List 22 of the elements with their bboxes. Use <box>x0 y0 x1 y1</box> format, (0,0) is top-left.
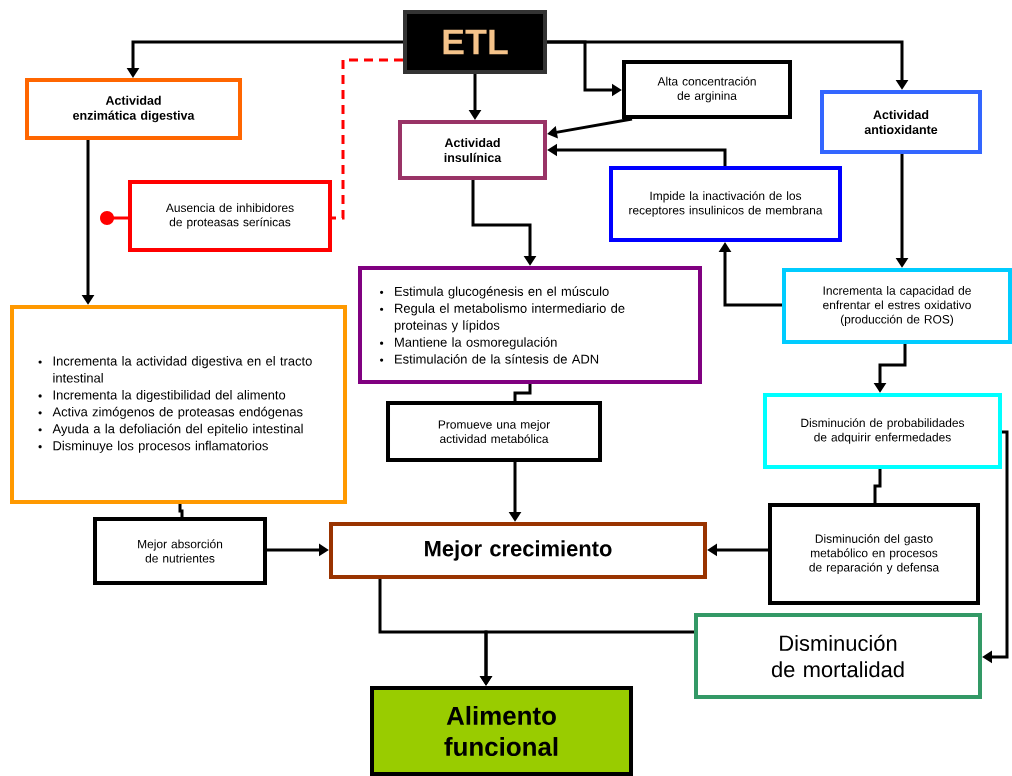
process-box: Disminución de probabilidades de adquirir enfermedades <box>763 393 1002 469</box>
process-box: Actividad insulínica <box>398 120 547 180</box>
process-box: Actividad antioxidante <box>820 90 982 154</box>
process-box: Actividad enzimática digestiva <box>25 78 242 140</box>
process-box: Alta concentración de arginina <box>622 60 792 119</box>
result-box: Mejor crecimiento <box>329 522 707 579</box>
title-box: ETL <box>403 10 547 74</box>
process-box: Impide la inactivación de los receptores insulinicos de membrana <box>609 166 842 242</box>
process-box: Incrementa la capacidad de enfrentar el estres oxidativo (producción de ROS) <box>782 268 1012 344</box>
connector-line <box>332 58 403 220</box>
connector-line <box>513 384 532 401</box>
process-box: Ausencia de inhibidores de proteasas serínicas <box>128 180 332 252</box>
bullet-list-box: Estimula glucogénesis en el músculo Regula el metabolismo intermediario de proteinas y lípidos Mantiene la osmoregulación Estimulación de la síntesis de ADN <box>358 266 702 384</box>
result-box: Disminución de mortalidad <box>694 613 982 699</box>
connector-line <box>873 469 882 503</box>
inhibition-line <box>100 211 128 225</box>
connector-line <box>178 504 184 517</box>
process-box: Promueve una mejor actividad metabólica <box>386 401 602 462</box>
result-box: Alimento funcional <box>370 686 633 776</box>
process-box: Disminución del gasto metabólico en procesos de reparación y defensa <box>768 503 980 605</box>
bullet-list-box: Incrementa la actividad digestiva en el tracto intestinal Incrementa la digestibilidad del alimento Activa zimógenos de proteasas endógenas Ayuda a la defoliación del epitelio intestinal Disminuye los procesos inflamatorios <box>10 305 347 504</box>
process-box: Mejor absorción de nutrientes <box>93 517 267 585</box>
